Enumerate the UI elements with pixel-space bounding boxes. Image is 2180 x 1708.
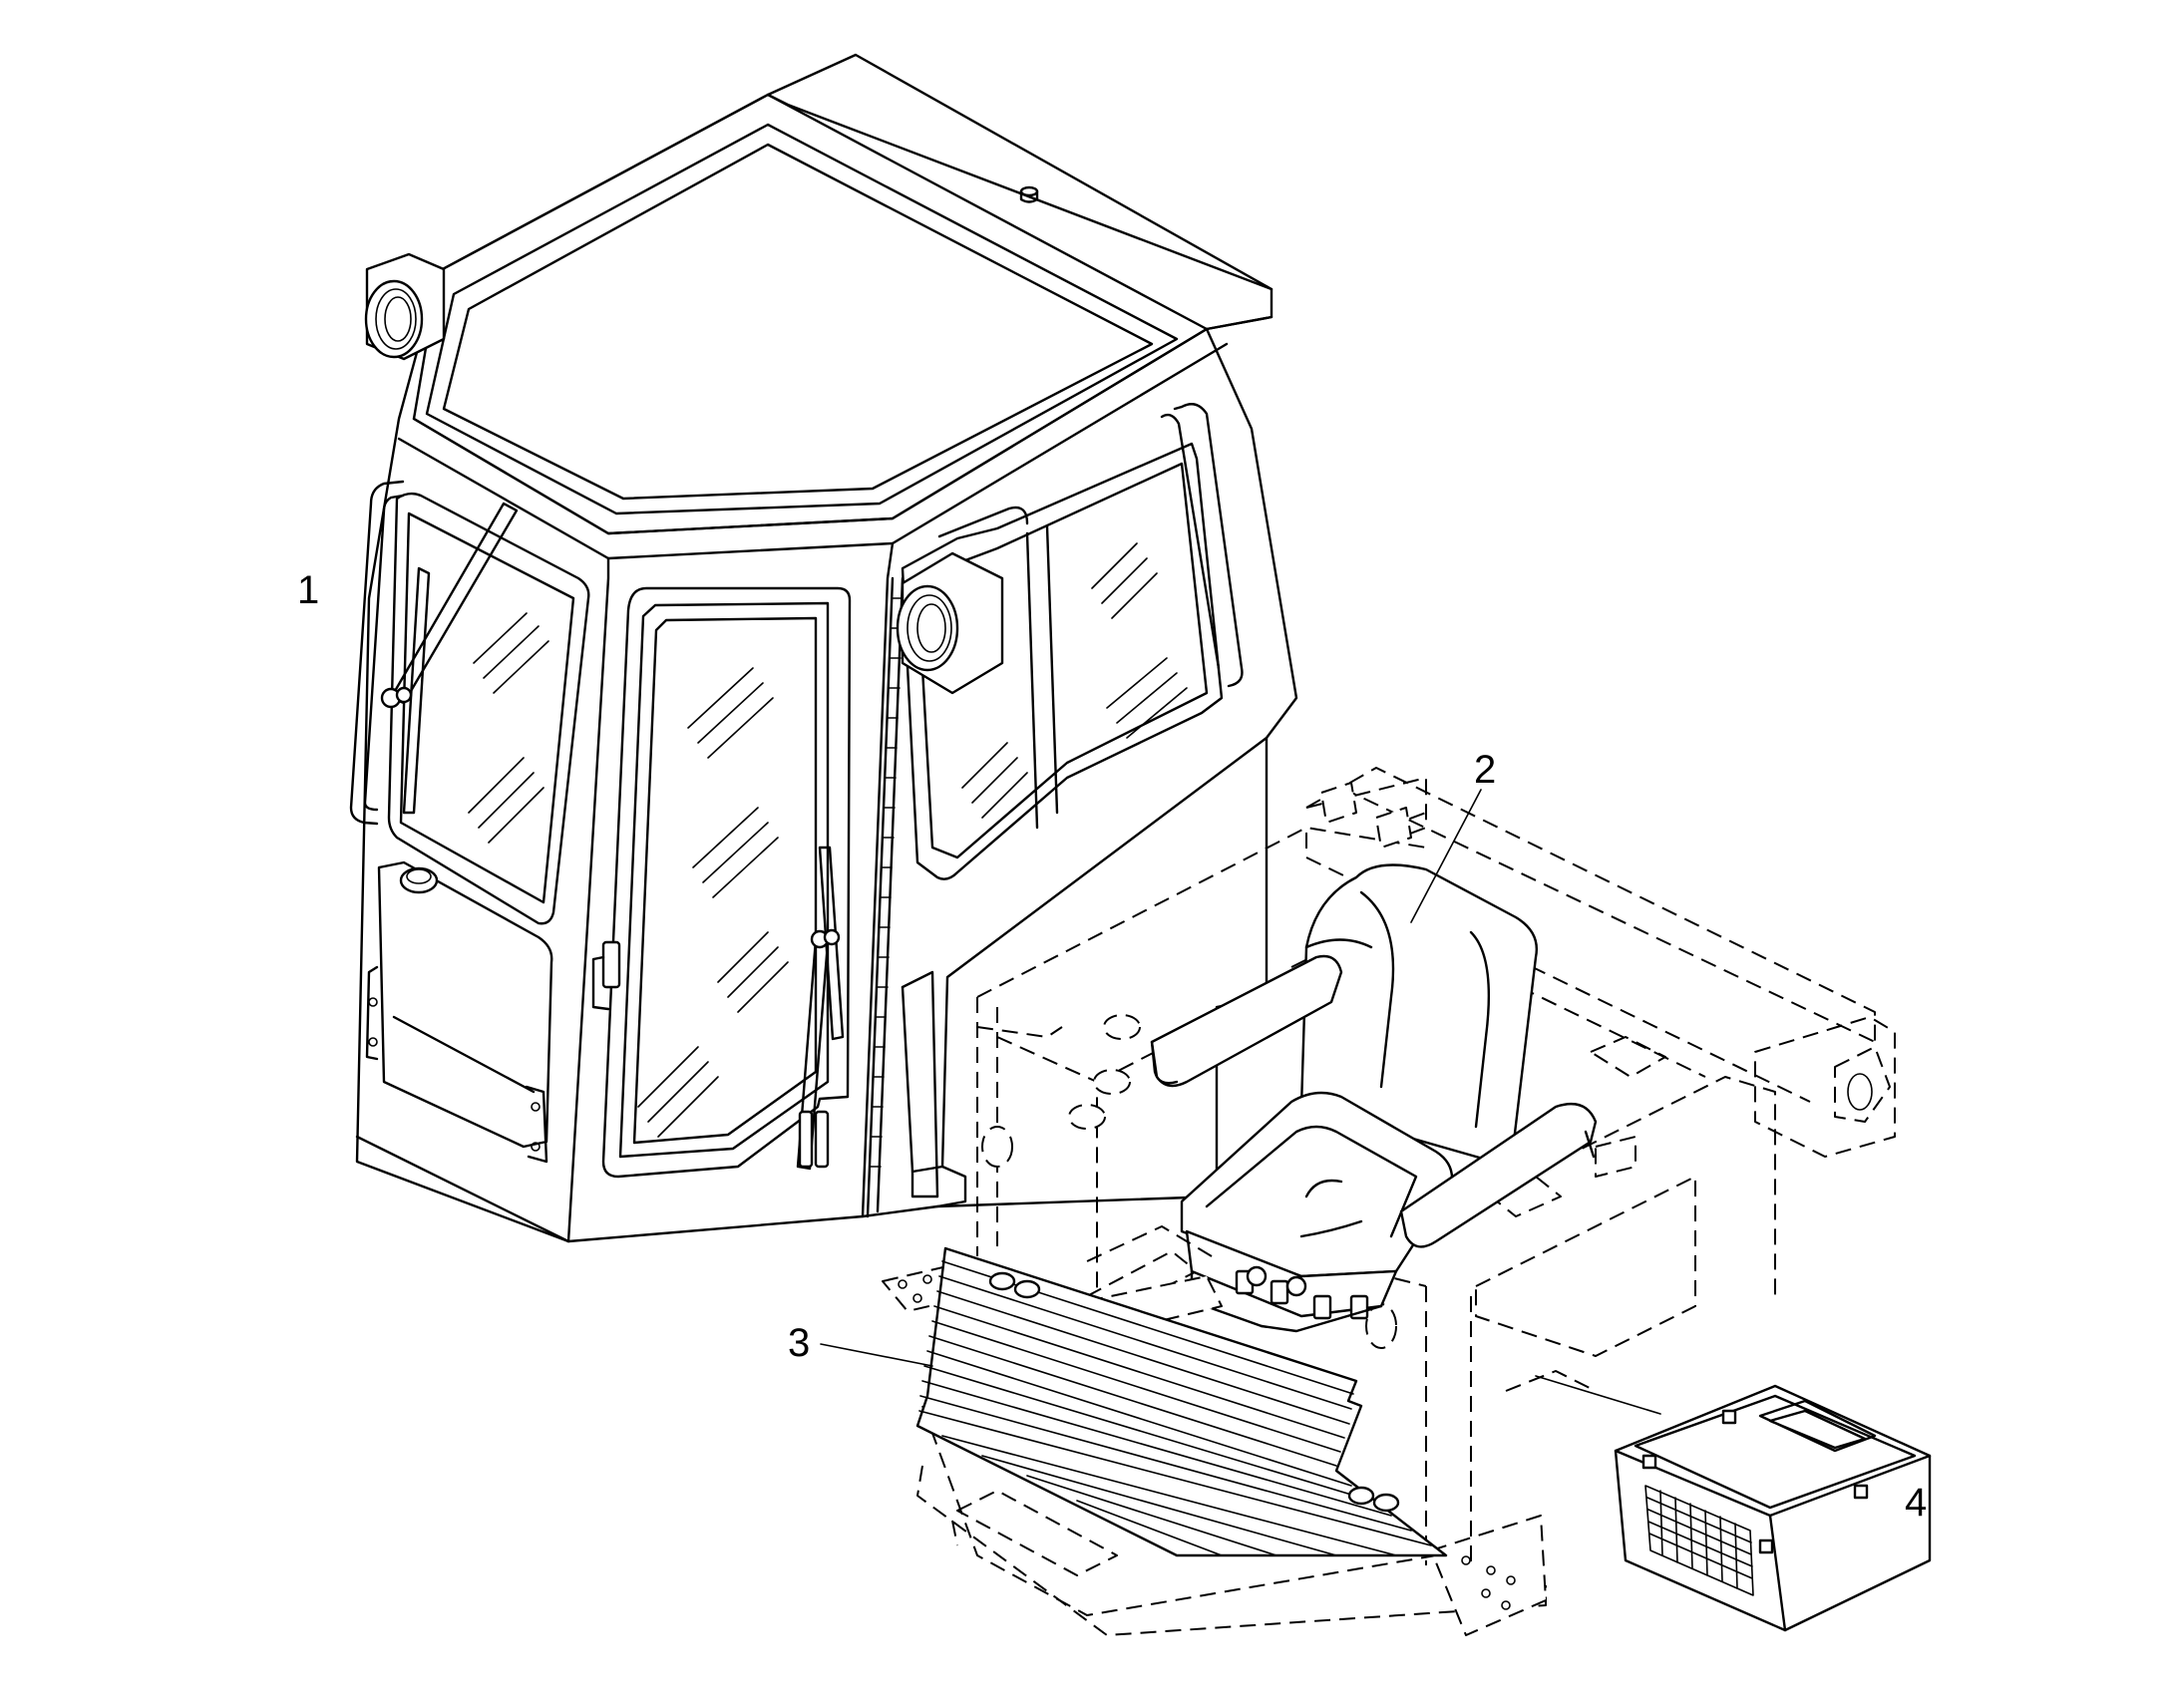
work-light-right [896,551,1004,695]
callout-3: 3 [788,1321,810,1365]
part-1-cab [349,53,1298,1243]
part-4-box-unit [1614,1384,1932,1632]
hinge-marks [870,597,904,1168]
work-light-left [364,252,446,361]
callout-4: 4 [1905,1481,1927,1525]
glass-reflections [468,542,1188,1138]
callout-2: 2 [1474,748,1496,792]
mat-ribs [918,1260,1432,1556]
wiper-left [380,502,519,815]
part-2-seat [1086,863,1598,1337]
part-3-floor-mat [915,1246,1448,1557]
leader-lines [820,789,1661,1415]
box-grille [1644,1485,1754,1596]
callout-1: 1 [297,568,319,612]
wiper-front [796,846,845,1171]
